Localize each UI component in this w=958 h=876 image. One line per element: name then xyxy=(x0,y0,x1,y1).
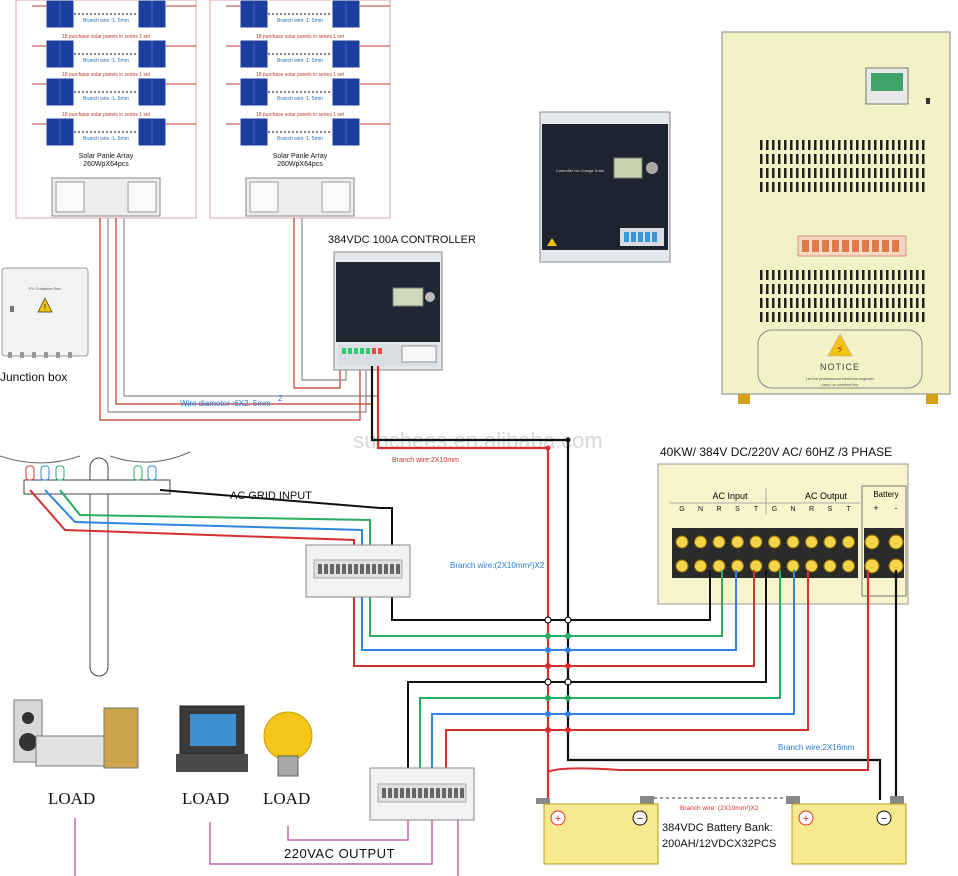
junction-box: PV Combiner Box ! Junction box xyxy=(0,267,89,384)
panel-branch-wire: Branch wire :1. 5mm xyxy=(277,18,323,24)
terminal-label: G xyxy=(772,506,777,513)
panel-series-label: 18 purchase solar panels in series 1 set xyxy=(62,112,151,118)
controller-title: 384VDC 100A CONTROLLER xyxy=(328,234,476,246)
terminal-label: T xyxy=(754,506,759,513)
battery-right: + − xyxy=(786,796,907,865)
array-spec-right: 260WpX64pcs xyxy=(277,161,323,168)
junction-box-panel-text: PV Combiner Box xyxy=(29,286,61,291)
panel-row: 18 purchase solar panels in series 1 set… xyxy=(226,34,390,69)
panel-branch-wire: Branch wire :1. 5mm xyxy=(83,18,129,24)
terminal-label: N xyxy=(790,506,795,513)
battery-terminal-label: Battery xyxy=(873,490,898,499)
wire-diameter-label: Wire diameter :6X2. 5mm xyxy=(180,399,271,408)
terminal-label: R xyxy=(716,506,721,513)
panel-branch-wire: Branch wire :1. 5mm xyxy=(83,136,129,142)
battery-terminal-sign: + xyxy=(873,503,878,513)
panel-row: 18 purchase solar panels in series 1 set… xyxy=(32,34,196,69)
battery-bank-line1: 384VDC Battery Bank: xyxy=(662,822,773,834)
controller-branch-wire-label: Branch wire:2X10mm xyxy=(392,457,459,464)
panel-row: 18 purchase solar panels in series 1 set… xyxy=(32,72,196,107)
load-label-2: LOAD xyxy=(182,789,229,808)
svg-text:⚡: ⚡ xyxy=(836,344,844,356)
panel-series-label: 18 purchase solar panels in series 1 set xyxy=(256,112,345,118)
terminal-label: T xyxy=(846,506,851,513)
terminal-label: N xyxy=(698,506,703,513)
load-label-3: LOAD xyxy=(263,789,310,808)
grid-branch-wire-label: Branch wire:(2X10mm²)X2 xyxy=(450,561,545,570)
controller-unit: 384VDC 100A CONTROLLER xyxy=(328,234,476,371)
controller-lcd xyxy=(392,287,424,307)
panel-series-label: 18 purchase solar panels in series 1 set xyxy=(62,72,151,78)
battery-link-branch-label: Branch wire: (2X10mm²)X2 xyxy=(680,805,759,812)
panel-branch-wire: Branch wire :1. 5mm xyxy=(277,96,323,102)
battery-terminal-sign: - xyxy=(895,503,898,513)
svg-text:2: 2 xyxy=(278,394,283,403)
svg-text:−: − xyxy=(881,813,887,825)
terminal-label: S xyxy=(828,506,833,513)
battery-bank-line2: 200AH/12VDCX32PCS xyxy=(662,838,776,850)
load-lightbulb xyxy=(263,711,313,777)
array-title-right: Solar Panle Array xyxy=(273,153,328,160)
panel-branch-wire: Branch wire :1. 5mm xyxy=(277,58,323,64)
load-label-1: LOAD xyxy=(48,789,95,808)
panel-row: 18 purchase solar panels in series 1 set… xyxy=(226,112,390,147)
battery-left: + − xyxy=(536,796,659,865)
svg-text:!: ! xyxy=(44,303,46,312)
load-computer xyxy=(176,705,248,772)
output-label: 220VAC OUTPUT xyxy=(284,846,395,861)
panel-series-label: 18 purchase solar panels in series 1 set xyxy=(256,72,345,78)
battery-main-branch-label: Branch wire:2X16mm xyxy=(778,743,855,752)
svg-text:Let the professional electrica: Let the professional electrical engineer xyxy=(806,376,875,381)
terminal-label: R xyxy=(809,506,814,513)
array-spec-left: 260WpX64pcs xyxy=(83,161,129,168)
inverter-cabinet: ⚡ NOTICE Let the professional electrical… xyxy=(721,31,951,404)
warning-icon xyxy=(827,333,853,357)
charge-controller-label: Controller Ha Charge Solar xyxy=(556,168,605,173)
panel-row: Branch wire :1. 5mm xyxy=(32,0,196,29)
grid-breaker-panel xyxy=(305,544,411,598)
load-stereo xyxy=(13,699,139,769)
charge-controller-photo: Controller Ha Charge Solar xyxy=(539,111,671,263)
svg-text:+: + xyxy=(555,813,561,825)
junction-box-label: Junction box xyxy=(0,370,67,384)
output-breaker-panel xyxy=(369,767,475,821)
inverter-title: 40KW/ 384V DC/220V AC/ 60HZ /3 PHASE xyxy=(660,445,892,459)
panel-row: 18 purchase solar panels in series 1 set… xyxy=(226,72,390,107)
grid-label: AC GRID INPUT xyxy=(230,490,312,502)
panel-branch-wire: Branch wire :1. 5mm xyxy=(277,136,323,142)
notice-label: NOTICE xyxy=(820,362,860,372)
ac-output-label: AC Output xyxy=(805,491,848,501)
terminal-block: AC Input AC Output Battery G N R S T G N R S T + - xyxy=(657,463,909,605)
panel-series-label: 18 purchase solar panels in series 1 set xyxy=(256,34,345,40)
ac-input-label: AC Input xyxy=(712,491,748,501)
svg-text:−: − xyxy=(637,813,643,825)
panel-branch-wire: Branch wire :1. 5mm xyxy=(83,58,129,64)
terminal-label: G xyxy=(679,506,684,513)
utility-pole xyxy=(0,451,191,677)
panel-row: 18 purchase solar panels in series 1 set… xyxy=(32,112,196,147)
warning-icon xyxy=(37,297,53,313)
svg-text:carry on connect line: carry on connect line xyxy=(822,382,860,387)
panel-series-label: 18 purchase solar panels in series 1 set xyxy=(62,34,151,40)
panel-row: Branch wire :1. 5mm xyxy=(226,0,390,29)
array-title-left: Solar Panle Array xyxy=(79,153,134,160)
svg-text:+: + xyxy=(803,813,809,825)
panel-branch-wire: Branch wire :1. 5mm xyxy=(83,96,129,102)
terminal-label: S xyxy=(735,506,740,513)
